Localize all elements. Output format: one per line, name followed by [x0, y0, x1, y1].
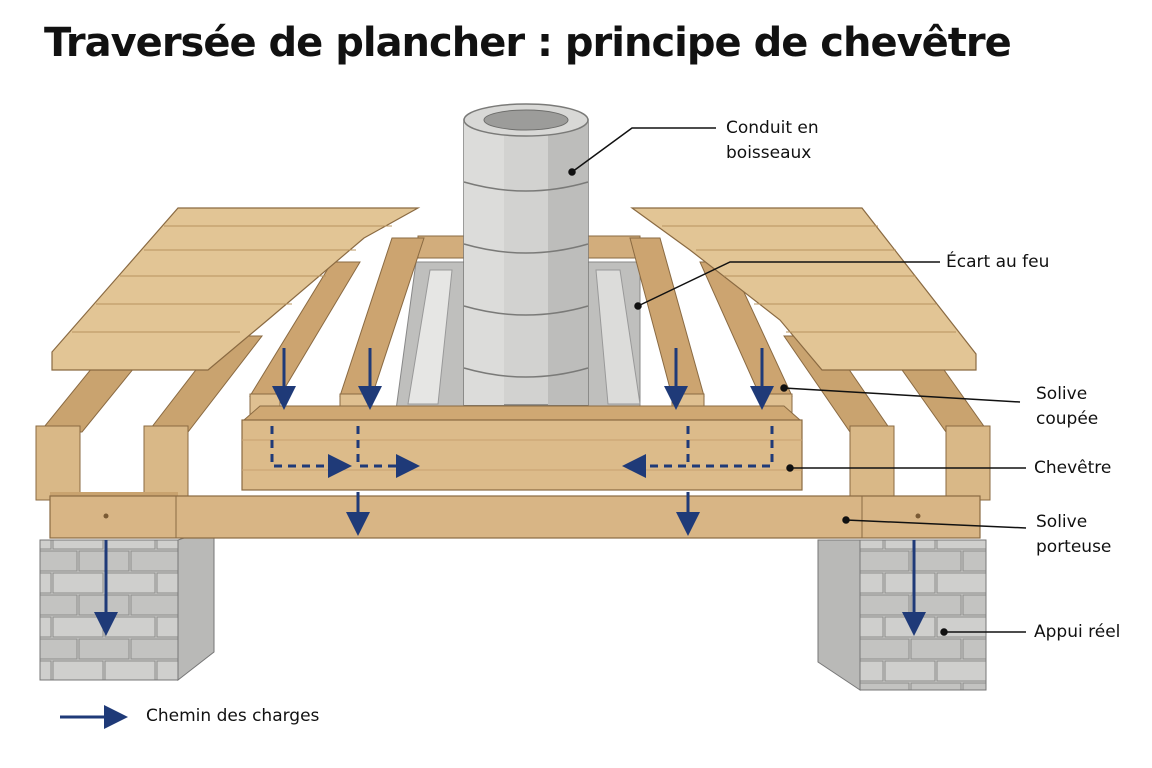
label-appui-reel: Appui réel	[1034, 622, 1121, 642]
label-solive-porteuse: Solive porteuse	[1036, 512, 1112, 557]
leader-conduit	[571, 127, 716, 173]
load-path-arrows	[94, 348, 926, 636]
left-support-pier	[39, 527, 215, 682]
right-floor-boards	[630, 207, 977, 371]
flue-column	[463, 103, 589, 406]
load-arrow-dashed	[270, 426, 352, 478]
trimmer-beam	[241, 405, 803, 491]
label-ecart-au-feu: Écart au feu	[946, 252, 1050, 272]
leader-solive-coupee	[783, 387, 1021, 403]
label-conduit: Conduit en boisseaux	[726, 118, 819, 163]
legend-label: Chemin des charges	[146, 706, 320, 726]
left-floor-boards	[51, 207, 421, 371]
diagram-title: Traversée de plancher : principe de chev…	[44, 20, 1012, 66]
label-chevetre: Chevêtre	[1034, 458, 1112, 478]
label-solive-coupee: Solive coupée	[1036, 384, 1099, 429]
left-joists	[35, 335, 264, 501]
right-support-pier	[817, 539, 987, 691]
callout-leaders	[568, 127, 1027, 636]
leader-solive-porteuse	[845, 519, 1027, 529]
load-arrow-dashed	[356, 426, 420, 478]
carrying-joist	[49, 492, 981, 539]
leader-ecart	[637, 261, 940, 307]
